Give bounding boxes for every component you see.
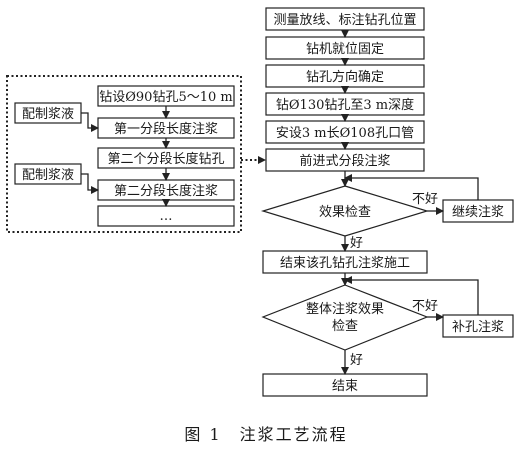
end-box: 结束 bbox=[262, 373, 428, 397]
mix-slurry-box-2: 配制浆液 bbox=[14, 163, 82, 185]
detail-first-grouting-box: 第一分段长度注浆 bbox=[97, 117, 235, 139]
continue-grouting-label: 继续注浆 bbox=[452, 205, 504, 220]
detail-second-grouting-label: 第二分段长度注浆 bbox=[114, 183, 218, 199]
step-casing-box: 安设3 m长Ø108孔口管 bbox=[265, 120, 425, 144]
step-drill130-box: 钻Ø130钻孔至3 m深度 bbox=[265, 92, 425, 116]
good-label-1: 好 bbox=[350, 236, 363, 251]
decision-overall-check-line2: 检查 bbox=[332, 319, 358, 334]
decision-overall-check-line1: 整体注浆效果 bbox=[306, 302, 384, 317]
end-label: 结束 bbox=[332, 379, 358, 394]
step-finish-hole-label: 结束该孔钻孔注浆施工 bbox=[280, 256, 410, 271]
step-rig-box: 钻机就位固定 bbox=[265, 36, 425, 60]
step-forward-grouting-label: 前进式分段注浆 bbox=[299, 153, 390, 169]
detail-connectors bbox=[81, 106, 170, 207]
step-direction-box: 钻孔方向确定 bbox=[265, 64, 425, 88]
bad-label-2: 不好 bbox=[412, 299, 438, 314]
main-connectors bbox=[341, 30, 479, 375]
detail-ellipsis-label: … bbox=[160, 209, 173, 224]
detail-drill90-label: 钻设Ø90钻孔5～10 m bbox=[99, 90, 232, 105]
step-rig-label: 钻机就位固定 bbox=[306, 42, 384, 57]
detail-second-drill-box: 第二个分段长度钻孔 bbox=[97, 147, 235, 169]
step-drill130-label: 钻Ø130钻孔至3 m深度 bbox=[276, 97, 414, 113]
step-survey-label: 测量放线、标注钻孔位置 bbox=[273, 13, 416, 28]
good-label-2: 好 bbox=[350, 353, 363, 368]
mix-slurry-label-2: 配制浆液 bbox=[22, 168, 74, 183]
step-casing-label: 安设3 m长Ø108孔口管 bbox=[276, 126, 414, 141]
detail-second-drill-label: 第二个分段长度钻孔 bbox=[107, 151, 224, 167]
mix-slurry-box-1: 配制浆液 bbox=[14, 102, 82, 124]
detail-link-arrowhead bbox=[258, 156, 266, 164]
detail-panel bbox=[6, 75, 242, 233]
step-direction-label: 钻孔方向确定 bbox=[306, 69, 384, 85]
supplement-grouting-box: 补孔注浆 bbox=[442, 314, 514, 338]
supplement-grouting-label: 补孔注浆 bbox=[452, 320, 504, 335]
detail-ellipsis-box: … bbox=[97, 205, 235, 227]
detail-first-grouting-label: 第一分段长度注浆 bbox=[114, 121, 218, 137]
continue-grouting-box: 继续注浆 bbox=[442, 199, 514, 223]
detail-drill90-box: 钻设Ø90钻孔5～10 m bbox=[97, 85, 235, 107]
mix-slurry-label-1: 配制浆液 bbox=[22, 107, 74, 122]
decision-effect-check: 效果检查 bbox=[260, 185, 430, 237]
step-forward-grouting-box: 前进式分段注浆 bbox=[265, 148, 425, 172]
decision-effect-check-label: 效果检查 bbox=[319, 205, 371, 220]
bad-label-1: 不好 bbox=[412, 192, 438, 207]
figure-caption: 图 1 注浆工艺流程 bbox=[184, 425, 347, 444]
decision-overall-check: 整体注浆效果 检查 bbox=[261, 284, 429, 351]
step-finish-hole-box: 结束该孔钻孔注浆施工 bbox=[262, 250, 428, 274]
step-survey-box: 测量放线、标注钻孔位置 bbox=[265, 7, 425, 31]
detail-second-grouting-box: 第二分段长度注浆 bbox=[97, 179, 235, 201]
